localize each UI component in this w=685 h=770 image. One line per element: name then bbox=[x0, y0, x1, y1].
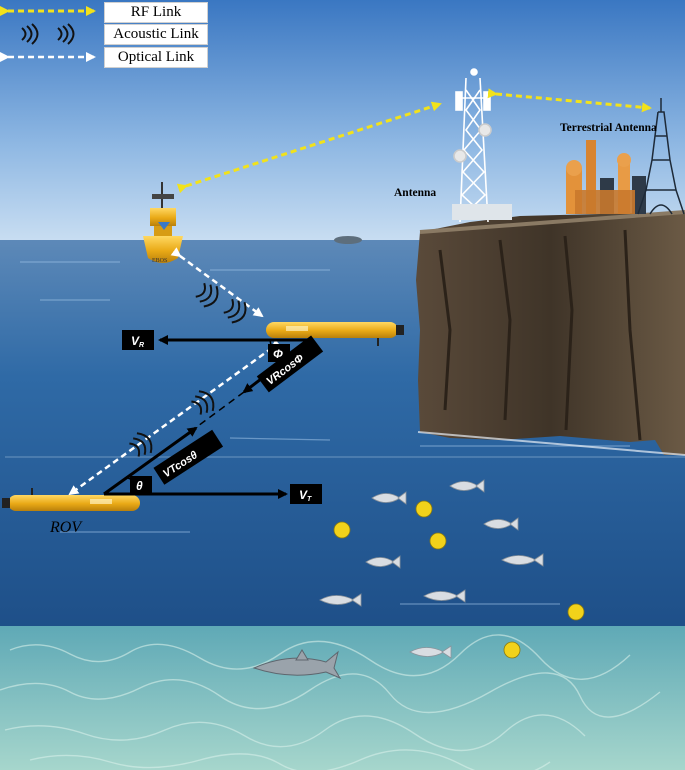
svg-text:VT: VT bbox=[299, 488, 312, 503]
antenna-building bbox=[452, 204, 512, 220]
theta-label: θ bbox=[130, 476, 152, 494]
legend-optical-link: Optical Link bbox=[104, 47, 208, 68]
fish-group bbox=[319, 479, 585, 659]
acoustic-waves bbox=[129, 282, 247, 457]
vr-sub: R bbox=[139, 342, 144, 349]
auv-icon bbox=[266, 322, 404, 346]
rov-icon bbox=[2, 488, 140, 511]
yellow-fish bbox=[333, 500, 585, 659]
buoy-text: EBOS bbox=[152, 258, 167, 264]
vt-sub: T bbox=[307, 496, 312, 503]
vt-text: V bbox=[299, 488, 308, 502]
legend-acoustic-symbol bbox=[21, 23, 75, 45]
shark-icon bbox=[252, 649, 342, 680]
island bbox=[334, 236, 362, 244]
theta-text: θ bbox=[136, 479, 143, 493]
antenna-tower-icon bbox=[453, 68, 492, 223]
fish-icon bbox=[319, 479, 544, 659]
factory-icon bbox=[566, 140, 646, 214]
vt-label: VT bbox=[290, 484, 322, 504]
vt-cos-theta-arrow bbox=[103, 426, 198, 496]
phi-text: Φ bbox=[273, 347, 283, 361]
vr-text: V bbox=[131, 334, 140, 348]
antenna-label: Antenna bbox=[394, 187, 436, 199]
rov-label: ROV bbox=[49, 519, 83, 536]
seabed bbox=[0, 626, 685, 770]
vr-label: VR bbox=[122, 330, 154, 350]
rf-links bbox=[176, 88, 652, 194]
eiffel-tower-icon bbox=[637, 98, 685, 215]
legend-acoustic-link: Acoustic Link bbox=[104, 24, 208, 45]
legend-rf-link: RF Link bbox=[104, 2, 208, 23]
cliff bbox=[416, 210, 685, 456]
terrestrial-antenna-label: Terrestrial Antenna bbox=[560, 122, 657, 134]
svg-text:VR: VR bbox=[131, 334, 144, 349]
caustics bbox=[0, 634, 661, 770]
optical-links bbox=[68, 247, 282, 496]
